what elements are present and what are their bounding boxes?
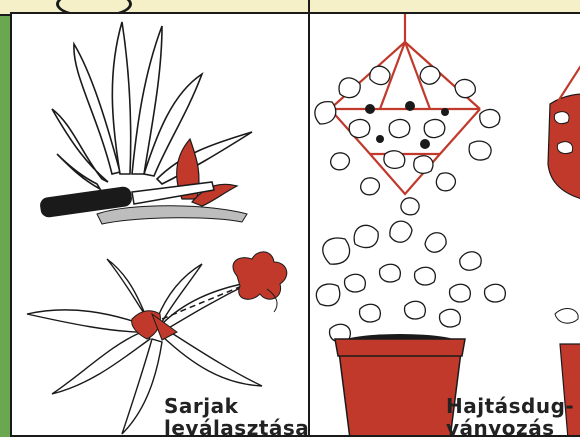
partial-basket-right xyxy=(548,64,580,199)
left-caption: Sarjak leválasztása xyxy=(164,395,309,437)
left-illustration xyxy=(12,14,310,437)
potted-plant-leaves xyxy=(316,221,505,342)
soil-mound xyxy=(97,206,247,224)
right-caption-line1: Hajtásdug- xyxy=(446,395,574,417)
bromeliad-plant-illustration xyxy=(52,22,252,189)
right-caption-line2: ványozás xyxy=(446,417,574,437)
hanging-basket-ropes xyxy=(330,14,480,194)
right-illustration-panel: Hajtásdug- ványozás xyxy=(308,12,580,437)
detached-offshoot xyxy=(233,252,287,312)
left-caption-line1: Sarjak xyxy=(164,395,309,417)
right-illustration xyxy=(310,14,580,437)
right-caption: Hajtásdug- ványozás xyxy=(446,395,574,437)
left-illustration-panel: Sarjak leválasztása xyxy=(10,12,310,437)
left-caption-line2: leválasztása xyxy=(164,417,309,437)
